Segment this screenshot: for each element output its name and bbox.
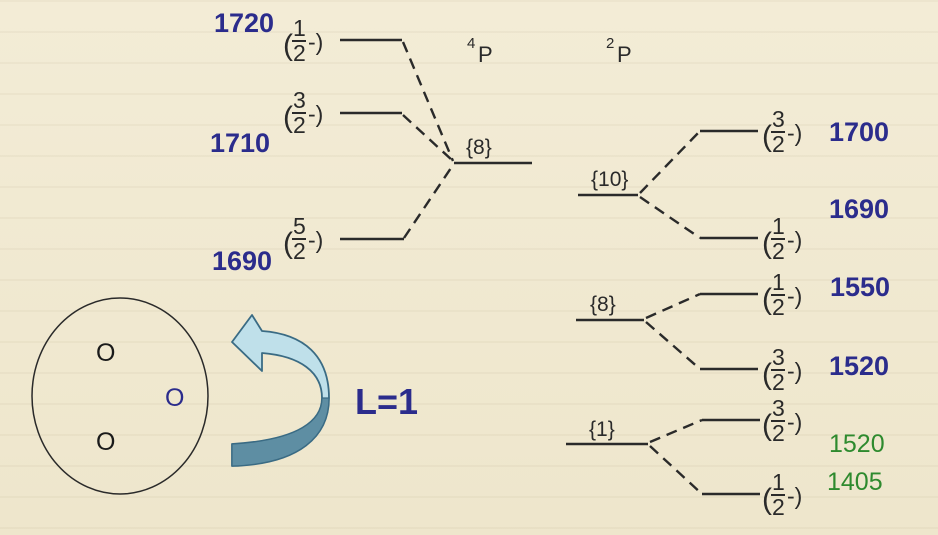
spin-label-1700: ( 3 2 -)	[762, 106, 802, 157]
quark-2: O	[165, 384, 184, 412]
svg-text:-): -)	[308, 29, 323, 55]
orbital-rotation-arrow-icon	[231, 314, 330, 467]
spin-label-1550: ( 1 2 -)	[762, 269, 802, 320]
mass-label-1690-right: 1690	[829, 194, 889, 224]
spin-label-half: ( 1 2 -)	[283, 15, 323, 66]
spin-label-1520-octet: ( 3 2 -)	[762, 344, 802, 395]
svg-text:(: (	[762, 227, 772, 260]
svg-text:2: 2	[772, 238, 785, 264]
svg-text:2: 2	[772, 369, 785, 395]
svg-text:-): -)	[787, 358, 802, 384]
svg-text:-): -)	[787, 227, 802, 253]
connector-j52	[403, 164, 454, 239]
connector-8-upper	[645, 292, 701, 320]
quartet-multiplet: 1720 1710 1690 ( 1 2 -) ( 3 2 -) ( 5 2 -…	[210, 8, 532, 276]
svg-text:(: (	[762, 283, 772, 316]
svg-text:(: (	[762, 120, 772, 153]
svg-text:1: 1	[772, 213, 785, 239]
baryon-circle	[31, 297, 209, 495]
svg-text:(: (	[762, 409, 772, 442]
svg-text:2: 2	[293, 40, 306, 66]
connector-1-lower	[649, 445, 703, 495]
mass-label-1700: 1700	[829, 117, 889, 147]
svg-text:1: 1	[772, 269, 785, 295]
svg-text:-): -)	[787, 283, 802, 309]
connector-j12	[401, 41, 455, 162]
svg-text:P: P	[617, 42, 632, 67]
quark-3: O	[96, 428, 115, 456]
multiplet-group-1: {1} ( 3 2 -) 1520 ( 1 2 -) 1405	[566, 395, 885, 520]
multiplet-label-10: {10}	[591, 168, 628, 191]
mass-label-1690: 1690	[212, 246, 272, 276]
multiplet-label-8-quartet: {8}	[466, 136, 492, 159]
svg-text:-): -)	[787, 483, 802, 509]
svg-text:(: (	[762, 483, 772, 516]
svg-text:4: 4	[467, 35, 475, 52]
connector-1-upper	[649, 418, 703, 444]
mass-label-1710: 1710	[210, 128, 270, 158]
doublet-p-label: 2 P	[606, 35, 632, 67]
multiplet-group-8: {8} ( 1 2 -) 1550 ( 3 2 -) 1520	[576, 269, 890, 395]
connector-10-lower	[639, 196, 701, 239]
connector-j32	[402, 114, 454, 162]
svg-text:1: 1	[772, 469, 785, 495]
svg-text:2: 2	[772, 131, 785, 157]
spin-label-1405: ( 1 2 -)	[762, 469, 802, 520]
quark-model: O O O L=1	[31, 297, 418, 495]
orbital-angular-momentum-label: L=1	[355, 381, 418, 422]
svg-text:-): -)	[308, 101, 323, 127]
svg-text:P: P	[478, 42, 493, 67]
svg-text:1: 1	[293, 15, 306, 41]
svg-text:3: 3	[772, 395, 785, 421]
svg-text:-): -)	[308, 227, 323, 253]
svg-text:(: (	[762, 358, 772, 391]
connector-10-upper	[639, 130, 701, 194]
svg-text:3: 3	[772, 344, 785, 370]
spin-label-1520-singlet: ( 3 2 -)	[762, 395, 802, 446]
svg-text:-): -)	[787, 120, 802, 146]
spin-label-1690-right: ( 1 2 -)	[762, 213, 802, 264]
svg-text:3: 3	[772, 106, 785, 132]
svg-text:(: (	[283, 101, 293, 134]
svg-text:(: (	[283, 29, 293, 62]
connector-8-lower	[645, 321, 701, 370]
svg-text:5: 5	[293, 213, 306, 239]
svg-text:2: 2	[772, 494, 785, 520]
multiplet-label-1: {1}	[589, 418, 615, 441]
svg-text:-): -)	[787, 409, 802, 435]
mass-label-1520-octet: 1520	[829, 351, 889, 381]
svg-text:2: 2	[293, 238, 306, 264]
svg-text:2: 2	[606, 35, 614, 52]
multiplet-group-10: {10} ( 3 2 -) 1700 ( 1 2 -) 1690	[578, 106, 889, 264]
svg-text:2: 2	[293, 112, 306, 138]
quark-1: O	[96, 339, 115, 367]
svg-text:2: 2	[772, 420, 785, 446]
mass-label-1520-singlet: 1520	[829, 430, 885, 458]
quartet-p-label: 4 P	[467, 35, 493, 67]
spin-label-five-halves: ( 5 2 -)	[283, 213, 323, 264]
svg-text:2: 2	[772, 294, 785, 320]
svg-text:3: 3	[293, 87, 306, 113]
mass-label-1405: 1405	[827, 468, 883, 496]
svg-text:(: (	[283, 227, 293, 260]
multiplet-label-8-doublet: {8}	[590, 293, 616, 316]
spin-label-three-halves: ( 3 2 -)	[283, 87, 323, 138]
mass-label-1550: 1550	[830, 272, 890, 302]
mass-label-1720: 1720	[214, 8, 274, 38]
